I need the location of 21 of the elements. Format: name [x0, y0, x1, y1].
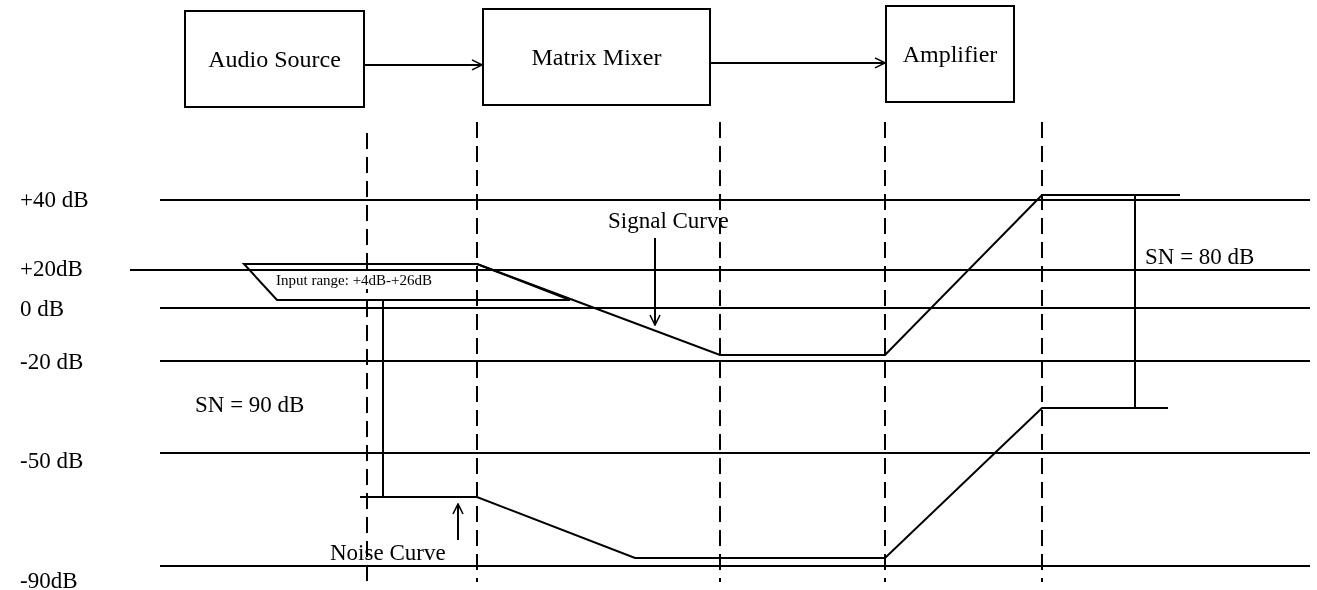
- axis-level-label: -50 dB: [20, 448, 84, 474]
- box-label: Matrix Mixer: [531, 43, 662, 72]
- leader-arrow: [452, 503, 464, 541]
- axis-level-label: SN = 80 dB: [1145, 244, 1255, 270]
- process-box: [184, 10, 365, 108]
- curve-label: Signal Curve: [608, 208, 780, 238]
- axis-level-label: +40 dB: [20, 187, 89, 213]
- axis-level-label: -20 dB: [20, 349, 84, 375]
- range-label: Input range: +4dB-+26dB: [276, 272, 433, 289]
- axis-level-label: +20dB: [20, 256, 83, 282]
- process-box: [885, 5, 1015, 103]
- axis-level-label: 0 dB: [20, 296, 65, 322]
- leader-arrow: [649, 237, 661, 326]
- curve-label: Noise Curve: [330, 540, 480, 568]
- box-label: Amplifier: [902, 40, 998, 69]
- process-box: [482, 8, 711, 106]
- axis-level-label: -90dB: [20, 568, 78, 590]
- arrow: [364, 59, 483, 71]
- axis-level-label: SN = 90 dB: [195, 392, 305, 418]
- arrow: [710, 57, 886, 69]
- box-label: Audio Source: [208, 45, 341, 74]
